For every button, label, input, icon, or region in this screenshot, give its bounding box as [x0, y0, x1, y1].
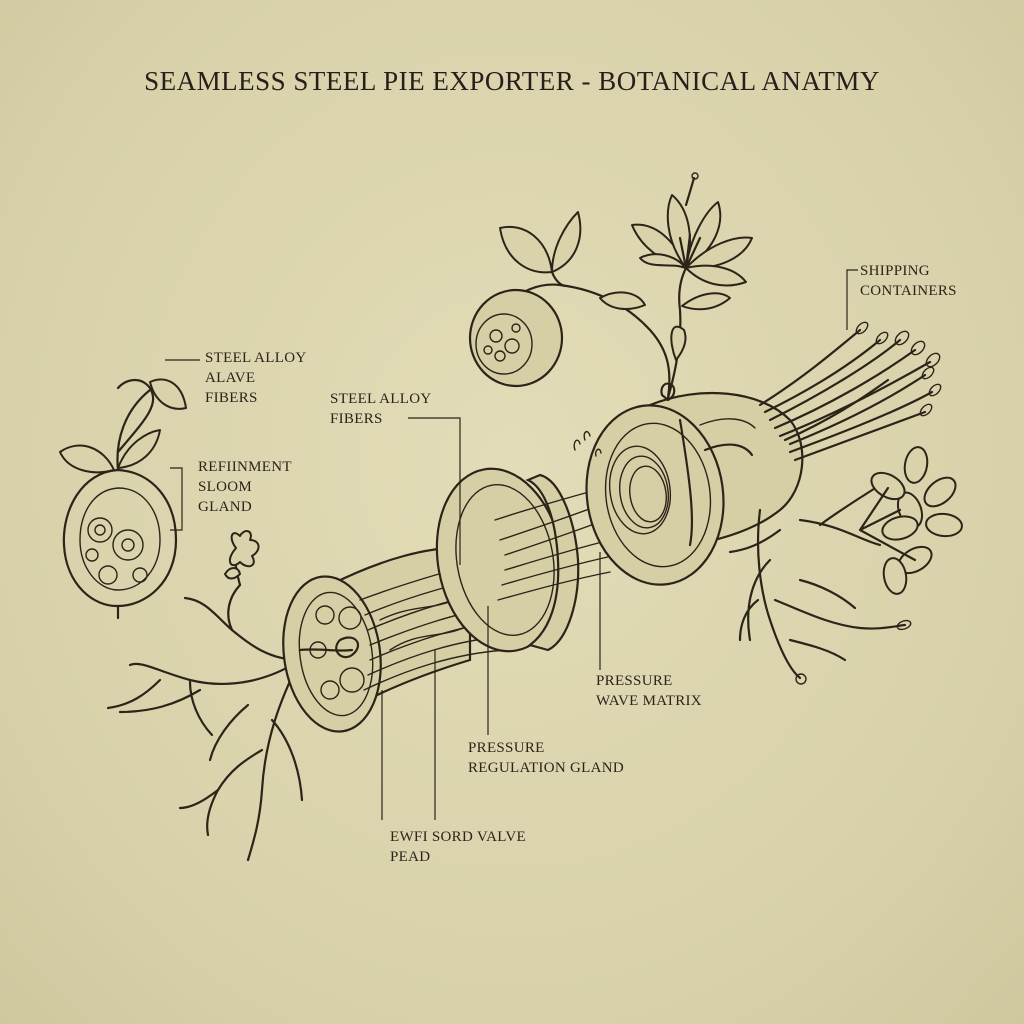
label-steel-alloy-fibers: STEEL ALLOY FIBERS [330, 391, 432, 427]
left-root-system [106, 530, 304, 862]
bud-flower-icon [228, 530, 260, 568]
valve-cylinder-front [282, 546, 509, 733]
leaf-icon [499, 225, 553, 274]
label-pressure-wave-matrix: PRESSURE WAVE MATRIX [596, 673, 702, 709]
right-root-system [728, 446, 963, 685]
diagram-title: SEAMLESS STEEL PIE EXPORTER - BOTANICAL … [144, 66, 880, 96]
left-seed-pod [59, 378, 187, 620]
shipping-container-tubes [758, 321, 942, 462]
label-pressure-regulation-gland: PRESSURE REGULATION GLAND [468, 740, 625, 776]
label-shipping-containers: SHIPPING CONTAINERS [860, 263, 957, 299]
seed-cluster-icon [858, 446, 963, 595]
pressure-wave-cylinder [573, 382, 804, 586]
label-refiinment-sloom-gland: REFIINMENT SLOOM GLAND [198, 459, 292, 515]
top-seed-pod [468, 288, 564, 388]
pressure-regulation-ring [435, 467, 613, 653]
upper-stem-and-flower [468, 172, 753, 400]
leader-lines [165, 269, 858, 820]
leaf-icon [551, 211, 582, 273]
label-valve-pead: EWFI SORD VALVE PEAD [390, 829, 526, 865]
label-steel-alloy-alave-fibers: STEEL ALLOY ALAVE FIBERS [205, 350, 307, 406]
flower-icon [631, 172, 753, 287]
gear-cluster-icon [85, 517, 148, 585]
